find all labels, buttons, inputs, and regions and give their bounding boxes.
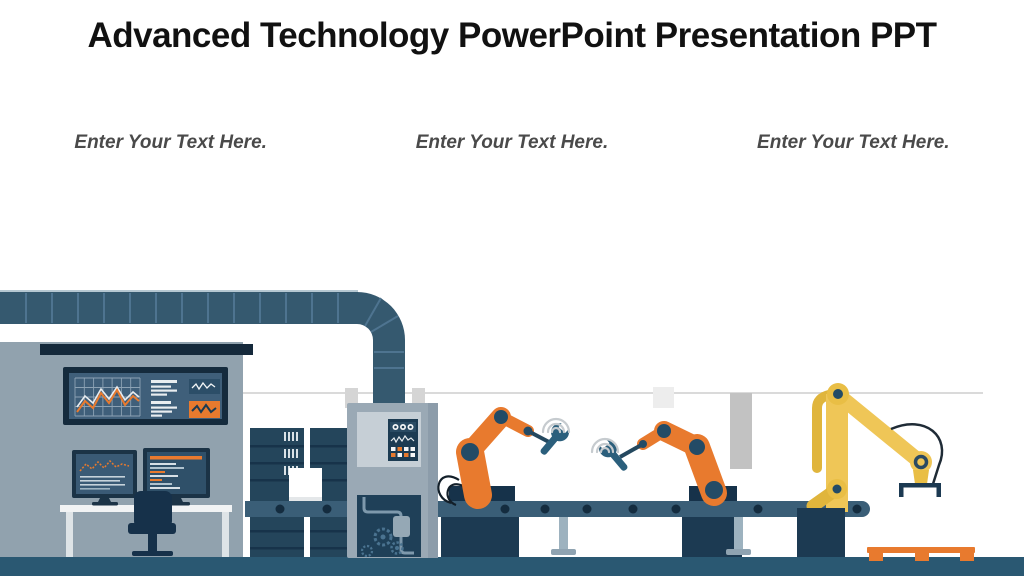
control-panel	[357, 412, 421, 467]
dashboard-mini-chart-bottom	[189, 401, 220, 418]
robot-pedestal-left	[441, 517, 519, 557]
ceiling-duct	[0, 290, 405, 406]
robot-cable	[437, 475, 460, 505]
yellow-robot-arm	[797, 383, 944, 557]
monitor-left	[72, 450, 137, 506]
monitor-right	[143, 448, 210, 506]
background-wall-line	[243, 392, 983, 394]
wifi-signal-icon	[541, 417, 571, 434]
duct-drop	[373, 340, 405, 406]
robot-upper-arm	[829, 386, 927, 469]
panel-status-bars	[391, 447, 415, 457]
pallet	[867, 547, 975, 561]
gray-pillar	[730, 393, 752, 469]
gear-icon	[360, 527, 404, 558]
orange-robot-arm-right	[590, 421, 727, 506]
conveyor-legs	[551, 517, 751, 555]
wifi-signal-icon	[590, 437, 620, 454]
conveyor-rail	[245, 501, 870, 517]
yellow-robot-base	[797, 508, 845, 557]
wall-dashboard-screen	[63, 367, 228, 425]
duct-seams	[25, 293, 339, 323]
desk-workstation	[60, 448, 232, 557]
wall-trim	[40, 344, 253, 355]
orange-robot-arm-left	[437, 407, 575, 509]
panel-buttons	[392, 424, 414, 430]
text-placeholder-1[interactable]: Enter Your Text Here.	[74, 132, 267, 153]
office-chair	[128, 491, 176, 556]
dashboard-mini-chart-top	[189, 379, 220, 394]
text-placeholder-row: Enter Your Text Here. Enter Your Text He…	[0, 132, 1024, 154]
server-racks	[250, 428, 357, 557]
pipe-connector	[393, 516, 410, 537]
control-cabinet	[347, 403, 438, 558]
slide-title: Advanced Technology PowerPoint Presentat…	[87, 16, 937, 55]
gearbox-panel	[357, 495, 421, 558]
factory-floor	[0, 557, 1024, 576]
package-box	[289, 468, 322, 501]
hanging-box	[653, 387, 674, 408]
fork-gripper-icon	[899, 483, 941, 497]
text-placeholder-3[interactable]: Enter Your Text Here.	[757, 132, 950, 153]
dashboard-text-lines	[151, 380, 177, 417]
duct-elbow	[357, 292, 405, 340]
conveyor-rollers	[275, 504, 862, 514]
text-placeholder-2[interactable]: Enter Your Text Here.	[415, 132, 609, 153]
robot-cable	[890, 423, 944, 485]
